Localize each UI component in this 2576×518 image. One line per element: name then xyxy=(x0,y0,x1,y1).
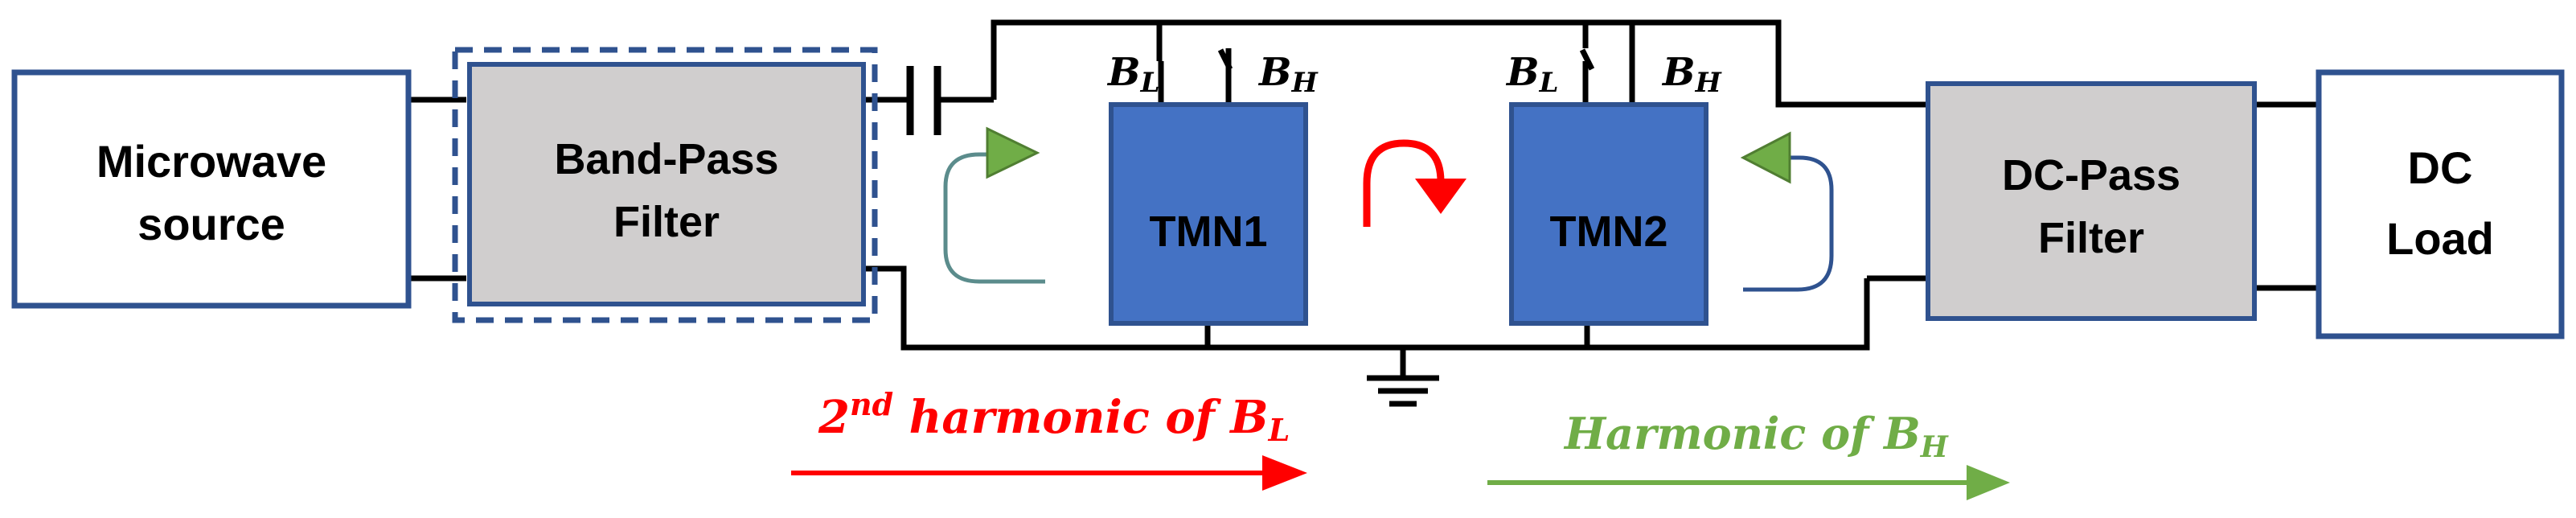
left-green-loop xyxy=(943,152,1045,284)
second-harmonic-label: 2nd harmonic of BL xyxy=(818,386,1290,448)
tmn2-bl-label: BL xyxy=(1505,50,1558,99)
red-curved-arrowhead-icon xyxy=(1415,179,1466,214)
bpf-block: Band-Pass Filter xyxy=(452,47,878,323)
tmn1-block: TMN1 xyxy=(1109,102,1308,326)
second-harmonic-arrowhead-icon xyxy=(1262,455,1307,491)
right-green-loop xyxy=(1743,155,1834,292)
tmn2-bh-label: BH xyxy=(1661,50,1723,99)
red-curved-arrow xyxy=(1363,139,1445,227)
load-block: DC Load xyxy=(2316,69,2565,339)
source-line2: source xyxy=(137,199,285,249)
load-line2: Load xyxy=(2386,213,2494,264)
tmn1-label: TMN1 xyxy=(1150,208,1268,256)
harmonic-h-arrowhead-icon xyxy=(1967,465,2010,500)
bpf-line2: Filter xyxy=(613,198,720,246)
bpf-line1: Band-Pass xyxy=(554,135,778,183)
tmn2-label: TMN2 xyxy=(1550,208,1668,256)
tmn1-bl-label: BL xyxy=(1106,50,1159,99)
dcpf-line1: DC-Pass xyxy=(2002,151,2180,199)
switch-blades xyxy=(1217,48,1595,71)
tmn1-bh-label: BH xyxy=(1257,50,1319,99)
second-harmonic-legend: 2nd harmonic of BL xyxy=(791,386,1307,491)
tmn1-switch-blade xyxy=(1217,48,1233,71)
right-green-arrowhead-icon xyxy=(1740,131,1791,184)
ground-icon xyxy=(1367,375,1439,407)
dcpf-line2: Filter xyxy=(2038,214,2144,262)
load-line1: DC xyxy=(2408,142,2473,193)
tmn2-block: TMN2 xyxy=(1509,102,1708,326)
dcpf-block: DC-Pass Filter xyxy=(1926,81,2257,321)
source-line1: Microwave xyxy=(96,136,326,187)
left-green-arrowhead-icon xyxy=(986,126,1040,179)
source-block: Microwave source xyxy=(11,69,412,309)
harmonic-h-legend: Harmonic of BH xyxy=(1487,408,2010,500)
harmonic-h-label: Harmonic of BH xyxy=(1563,408,1949,464)
tmn2-switch-blade xyxy=(1579,48,1595,71)
circuit-wires xyxy=(408,19,2319,378)
capacitor-icon xyxy=(906,66,941,135)
